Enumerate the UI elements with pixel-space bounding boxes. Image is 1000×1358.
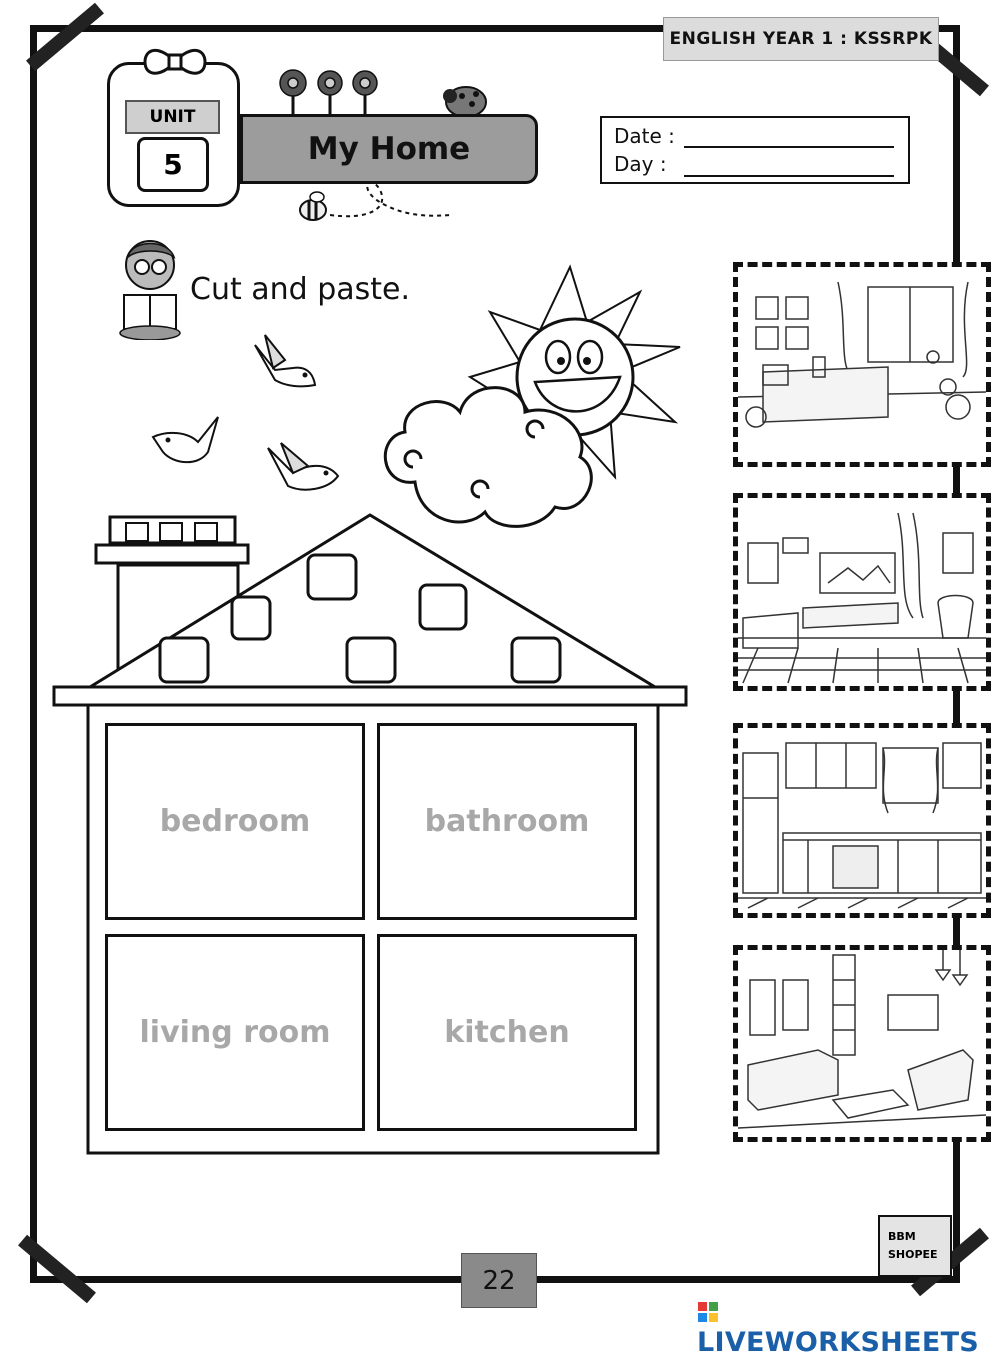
day-input-line[interactable] bbox=[684, 175, 894, 177]
cutout-bathroom-picture[interactable] bbox=[733, 493, 991, 691]
room-cell-bedroom[interactable]: bedroom bbox=[105, 723, 365, 920]
bathroom-picture bbox=[738, 512, 986, 684]
date-day-box: Date : Day : bbox=[600, 116, 910, 184]
bedroom-picture bbox=[738, 281, 986, 428]
unit-label: UNIT bbox=[125, 100, 220, 134]
room-cell-kitchen[interactable]: kitchen bbox=[377, 934, 637, 1131]
bird-icon bbox=[151, 416, 219, 464]
page-number: 22 bbox=[461, 1253, 537, 1308]
ladybug-icon bbox=[443, 86, 487, 118]
shop-logo-line1: BBM bbox=[888, 1230, 916, 1243]
instruction-text: Cut and paste. bbox=[190, 272, 411, 307]
unit-number: 5 bbox=[137, 137, 209, 192]
day-label: Day : bbox=[614, 152, 667, 176]
reading-boy-icon bbox=[119, 240, 181, 340]
cutout-kitchen-picture[interactable] bbox=[733, 723, 991, 918]
cloud-icon bbox=[383, 386, 593, 528]
liveworksheets-logo-icon bbox=[698, 1302, 718, 1322]
bee-icon bbox=[299, 181, 451, 221]
page-title: My Home bbox=[240, 114, 538, 184]
flowers-icon bbox=[279, 69, 378, 115]
date-label: Date : bbox=[614, 124, 675, 148]
sun-cloud-illustration bbox=[383, 264, 681, 528]
room-cell-living-room[interactable]: living room bbox=[105, 934, 365, 1131]
shop-logo-line2: SHOPEE bbox=[888, 1248, 938, 1261]
bird-icon bbox=[267, 442, 340, 491]
liveworksheets-footer[interactable]: LIVEWORKSHEETS bbox=[697, 1296, 1000, 1358]
room-cell-bathroom[interactable]: bathroom bbox=[377, 723, 637, 920]
date-input-line[interactable] bbox=[684, 146, 894, 148]
living-room-picture bbox=[738, 950, 986, 1129]
header-tag: ENGLISH YEAR 1 : KSSRPK bbox=[663, 17, 939, 61]
cutout-bedroom-picture[interactable] bbox=[733, 262, 991, 467]
cutout-living-room-picture[interactable] bbox=[733, 945, 991, 1142]
kitchen-picture bbox=[738, 742, 986, 909]
shop-logo: BBM SHOPEE bbox=[878, 1215, 952, 1277]
bow-icon bbox=[143, 48, 207, 75]
bird-icon bbox=[254, 334, 317, 388]
